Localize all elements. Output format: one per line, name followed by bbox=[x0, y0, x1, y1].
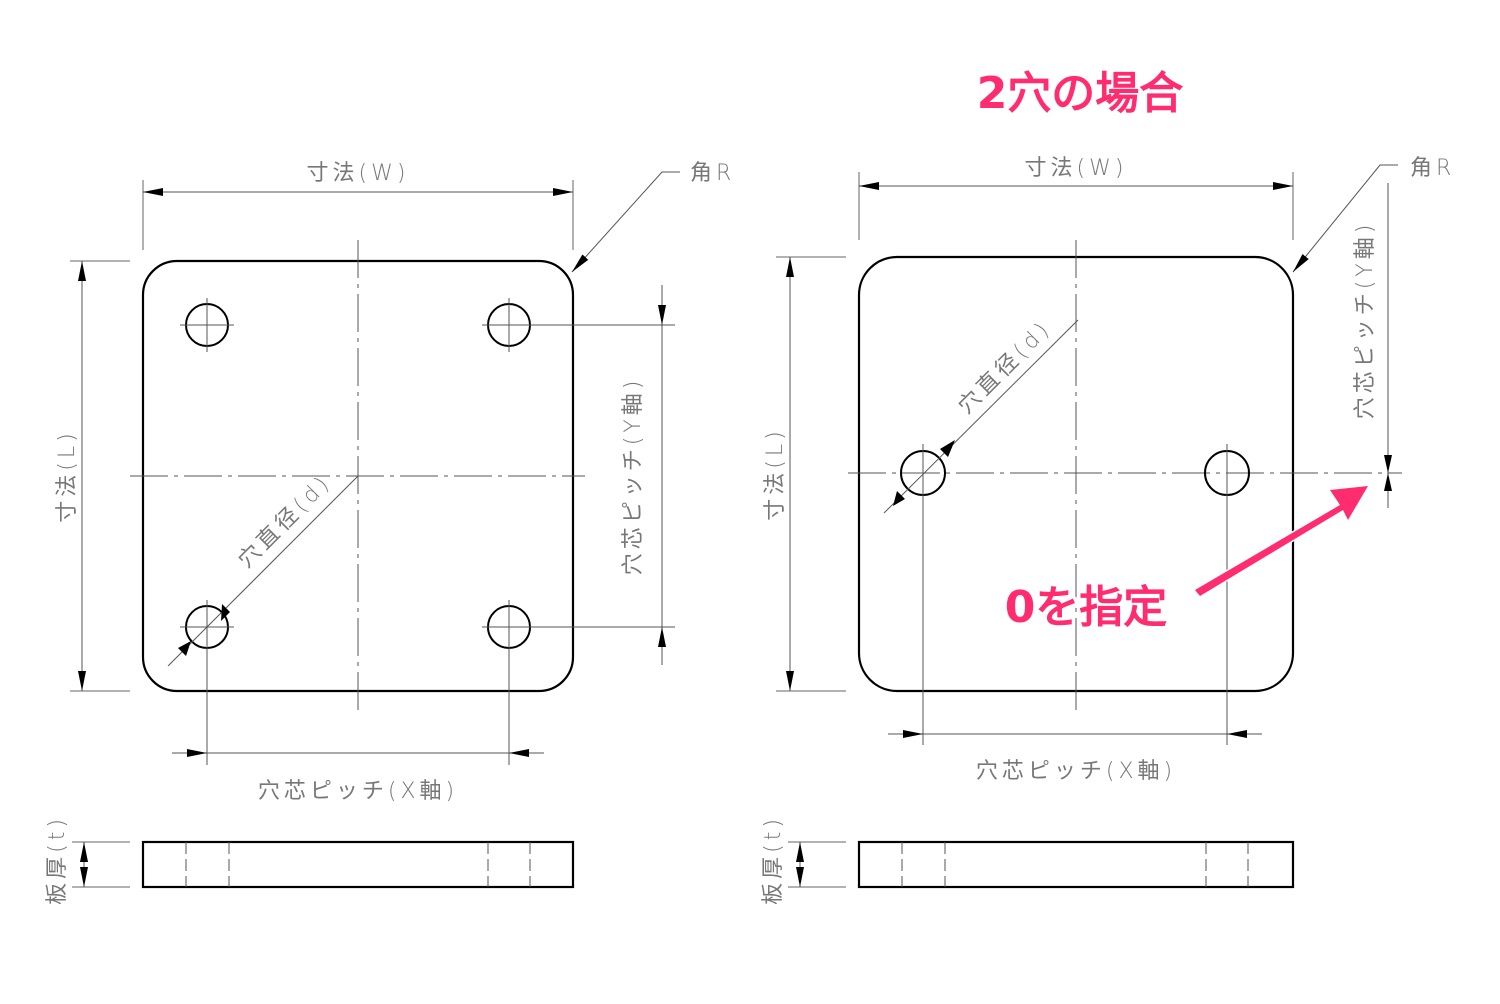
left-hole-bottom-left bbox=[180, 600, 234, 765]
left-thickness-label: 板厚(t) bbox=[45, 815, 70, 905]
right-pitch-y-label: 穴芯ピッチ(Y軸) bbox=[1353, 221, 1378, 420]
right-hole-diameter-label: 穴直径(d) bbox=[954, 316, 1057, 419]
zero-annotation-arrow bbox=[1193, 484, 1370, 598]
left-hole-top-right bbox=[482, 298, 675, 352]
left-length-label: 寸法(L) bbox=[55, 429, 80, 522]
left-width-label: 寸法(W) bbox=[307, 161, 410, 186]
right-length-label: 寸法(L) bbox=[763, 427, 788, 520]
left-hole-diameter-label: 穴直径(d) bbox=[234, 470, 337, 573]
right-hole-left bbox=[900, 444, 946, 745]
left-side-view bbox=[141, 840, 575, 889]
right-corner-r-label: 角R bbox=[1410, 156, 1455, 181]
left-drawing-4-holes: 寸法(W) 角R 寸法(L) 穴芯ピッチ(Y軸) 穴芯ピッチ(X軸) 穴直径(d… bbox=[45, 161, 735, 905]
right-side-view bbox=[857, 840, 1295, 889]
right-width-label: 寸法(W) bbox=[1025, 156, 1128, 181]
left-pitch-x-label: 穴芯ピッチ(X軸) bbox=[258, 779, 458, 804]
right-drawing-2-holes: 寸法(W) 角R 寸法(L) 穴芯ピッチ(Y軸) 穴芯ピッチ(X軸) 穴直径(d… bbox=[761, 156, 1455, 905]
two-hole-title-callout: 2穴の場合 bbox=[977, 68, 1184, 119]
right-thickness-label: 板厚(t) bbox=[761, 815, 786, 905]
zero-annotation-callout: 0を指定 bbox=[1005, 582, 1168, 633]
left-hole-bottom-right bbox=[482, 600, 675, 765]
right-hole-right bbox=[1204, 444, 1250, 745]
right-hole-diameter-leader bbox=[883, 319, 1079, 514]
right-pitch-x-label: 穴芯ピッチ(X軸) bbox=[976, 759, 1176, 784]
left-corner-r-label: 角R bbox=[690, 161, 735, 186]
left-pitch-y-label: 穴芯ピッチ(Y軸) bbox=[621, 377, 646, 576]
left-corner-r-leader bbox=[571, 171, 680, 273]
left-hole-diameter-leader bbox=[167, 475, 359, 667]
left-hole-top-left bbox=[180, 298, 234, 352]
right-corner-r-leader bbox=[1292, 164, 1398, 273]
